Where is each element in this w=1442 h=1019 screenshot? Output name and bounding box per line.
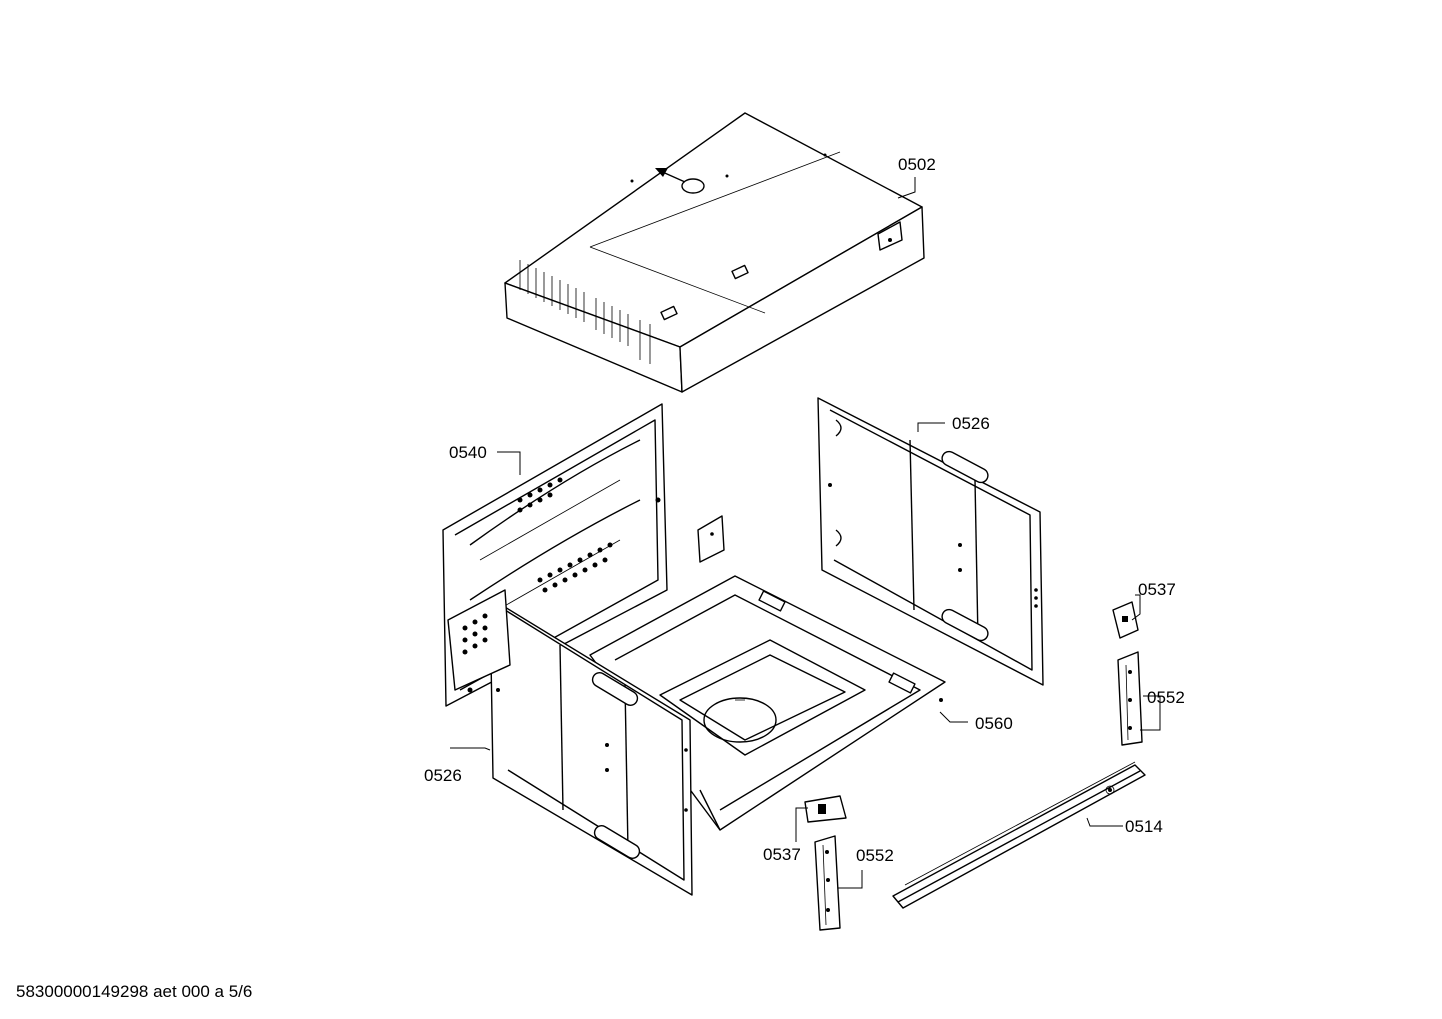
- label-0537-right: 0537: [1138, 580, 1176, 599]
- label-0526-right: 0526: [952, 414, 990, 433]
- part-0514-shelf-rail[interactable]: [892, 761, 1146, 909]
- label-0502: 0502: [898, 155, 936, 174]
- label-0537-bottom: 0537: [763, 845, 801, 864]
- part-0552-right-rail-support[interactable]: [1117, 651, 1143, 746]
- label-0552-bottom: 0552: [856, 846, 894, 865]
- label-0552-right: 0552: [1147, 688, 1185, 707]
- label-0514: 0514: [1125, 817, 1163, 836]
- label-0526-left: 0526: [424, 766, 462, 785]
- part-0537-right-bracket[interactable]: [1112, 601, 1139, 639]
- label-0560: 0560: [975, 714, 1013, 733]
- label-0540: 0540: [449, 443, 487, 462]
- drawing-reference-footer: 58300000149298 aet 000 a 5/6: [16, 982, 253, 1001]
- leader-lines: [450, 177, 1161, 889]
- part-0526-right-side-panel[interactable]: [817, 397, 1044, 686]
- part-0537-bottom-bracket[interactable]: [804, 795, 847, 823]
- part-0526-left-side-panel[interactable]: [447, 589, 693, 896]
- part-0552-bottom-rail-support[interactable]: [814, 835, 841, 931]
- part-0502-top-cover[interactable]: [504, 112, 925, 393]
